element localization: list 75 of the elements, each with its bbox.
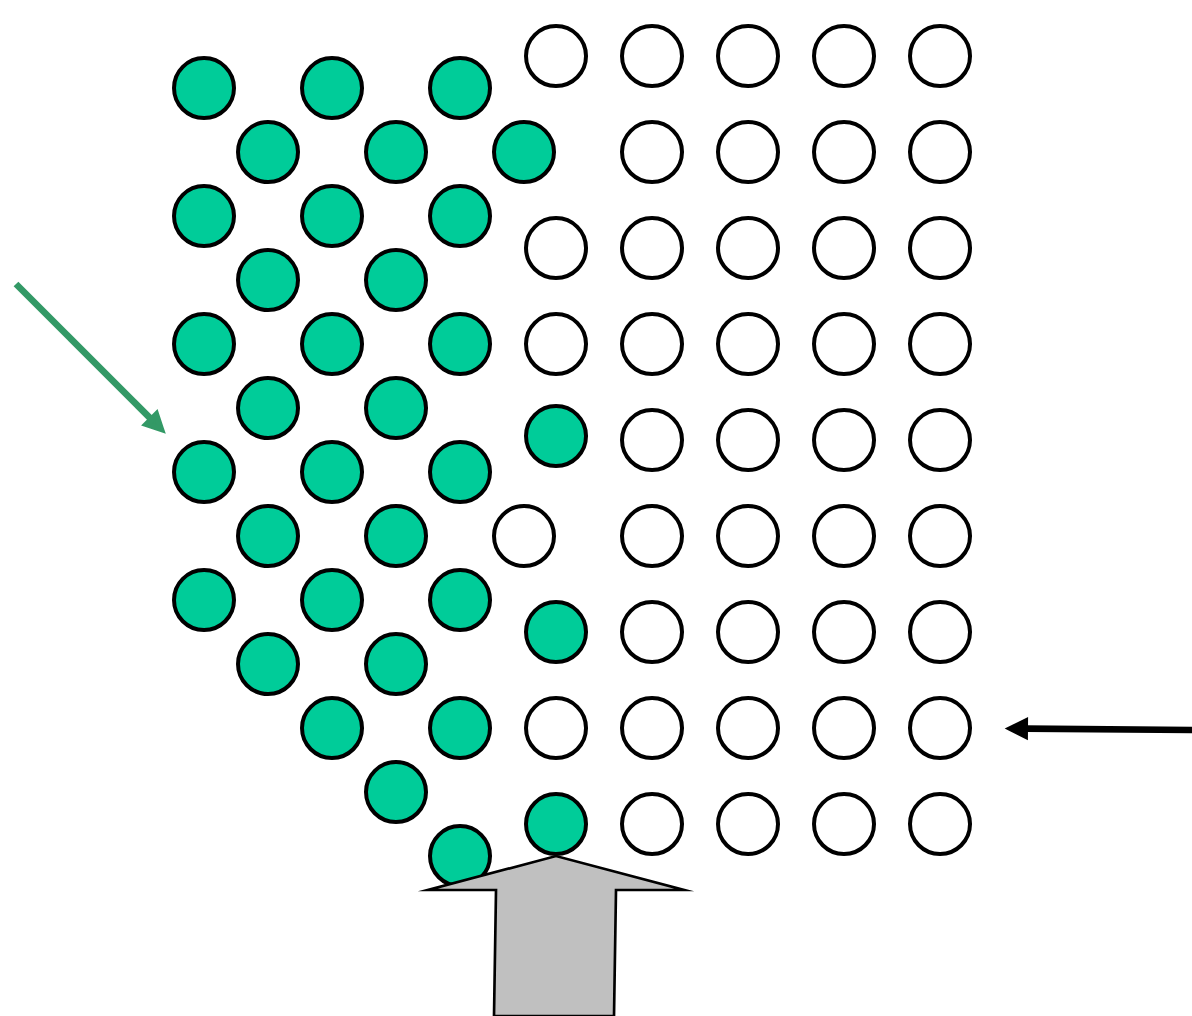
atom-circle — [620, 696, 684, 760]
atom-circle — [620, 312, 684, 376]
atom-circle — [300, 440, 364, 504]
atom-circle — [620, 504, 684, 568]
atom-circle — [524, 404, 588, 468]
atom-circle — [364, 120, 428, 184]
atom-circle — [908, 408, 972, 472]
atom-circle — [716, 696, 780, 760]
atom-circle — [524, 696, 588, 760]
atom-circle — [236, 376, 300, 440]
atom-circle — [908, 696, 972, 760]
atom-circle — [908, 792, 972, 856]
atom-circle — [524, 24, 588, 88]
atom-circle — [236, 248, 300, 312]
atom-circle — [300, 568, 364, 632]
atom-circle — [364, 632, 428, 696]
atom-circle — [300, 184, 364, 248]
atom-circle — [428, 824, 492, 888]
atom-circle — [812, 120, 876, 184]
atom-circle — [428, 184, 492, 248]
atom-circle — [620, 792, 684, 856]
atom-circle — [620, 408, 684, 472]
atom-circle — [364, 760, 428, 824]
atom-circle — [620, 120, 684, 184]
atom-circle — [716, 120, 780, 184]
atom-circle — [428, 312, 492, 376]
atom-circle — [812, 216, 876, 280]
atom-circle — [236, 504, 300, 568]
atom-circle — [620, 24, 684, 88]
atom-circle — [428, 696, 492, 760]
atom-circle — [300, 312, 364, 376]
atom-circle — [812, 24, 876, 88]
block-arrow — [417, 854, 695, 1016]
atom-circle — [716, 504, 780, 568]
atom-circle — [908, 24, 972, 88]
atom-circle — [364, 376, 428, 440]
atom-circle — [524, 792, 588, 856]
atom-circle — [300, 56, 364, 120]
atom-circle — [172, 568, 236, 632]
atom-circle — [172, 440, 236, 504]
atom-circle — [364, 248, 428, 312]
atom-circle — [716, 216, 780, 280]
atom-circle — [524, 216, 588, 280]
atom-circle — [908, 312, 972, 376]
atom-circle — [428, 568, 492, 632]
atom-circle — [812, 408, 876, 472]
atom-circle — [172, 184, 236, 248]
atom-circle — [908, 120, 972, 184]
atom-circle — [908, 504, 972, 568]
atom-circle — [716, 792, 780, 856]
atom-circle — [812, 600, 876, 664]
atom-circle — [492, 120, 556, 184]
atom-circle — [812, 792, 876, 856]
atom-circle — [364, 504, 428, 568]
atom-circle — [812, 312, 876, 376]
atom-circle — [908, 600, 972, 664]
atom-circle — [492, 504, 556, 568]
atom-circle — [236, 632, 300, 696]
atom-circle — [908, 216, 972, 280]
atom-circle — [236, 120, 300, 184]
atom-circle — [716, 24, 780, 88]
atom-circle — [620, 216, 684, 280]
atom-circle — [524, 312, 588, 376]
atom-circle — [812, 696, 876, 760]
atom-circle — [524, 600, 588, 664]
atom-circle — [812, 504, 876, 568]
atom-circle — [620, 600, 684, 664]
atom-circle — [172, 56, 236, 120]
atom-circle — [172, 312, 236, 376]
atom-circle — [716, 600, 780, 664]
atom-circle — [428, 56, 492, 120]
atom-circle — [300, 696, 364, 760]
atom-circle — [428, 440, 492, 504]
atom-circle — [716, 312, 780, 376]
atom-circle — [716, 408, 780, 472]
